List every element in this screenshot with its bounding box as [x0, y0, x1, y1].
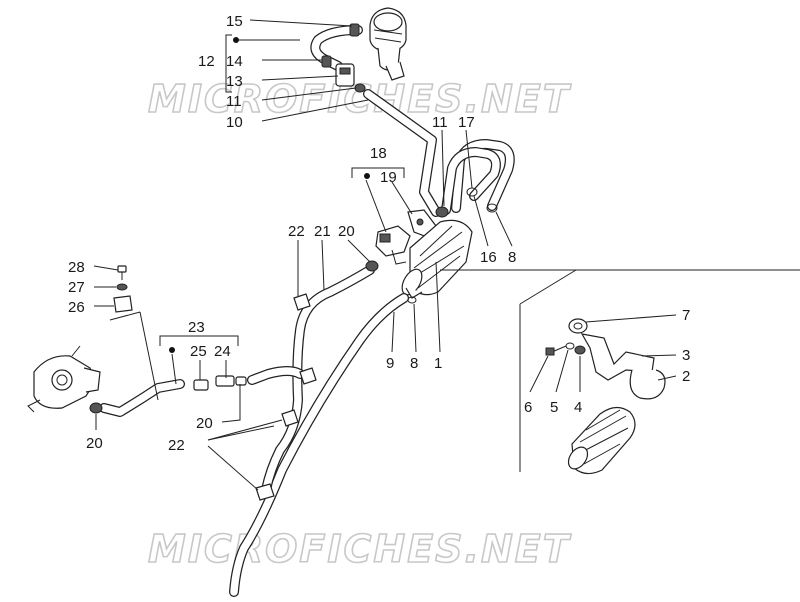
bolt-28	[117, 265, 127, 280]
callout-6: 6	[524, 399, 532, 416]
o-ring-8-top	[486, 203, 498, 213]
callout-12: 12	[198, 53, 215, 70]
screw-6	[545, 345, 567, 356]
callout-11-mid: 11	[432, 114, 448, 131]
group-dot-23	[169, 347, 175, 353]
grommet-4	[574, 345, 586, 355]
callout-7: 7	[682, 307, 690, 324]
connector-25	[193, 379, 209, 391]
fuel-filler-cap-assembly	[369, 7, 407, 81]
hose-clip-22-b	[299, 367, 317, 385]
callout-15: 15	[226, 13, 243, 30]
callout-22-top: 22	[288, 223, 305, 240]
fuel-pump-1	[401, 219, 473, 299]
callout-4: 4	[574, 399, 582, 416]
callout-2: 2	[682, 368, 690, 385]
watermark-bottom: MICROFICHES.NET	[148, 527, 572, 571]
vent-hose-upper	[310, 25, 363, 71]
callout-20-right-hose: 20	[196, 415, 213, 432]
washer-27	[116, 283, 128, 291]
callout-27: 27	[68, 279, 85, 296]
vent-valve-13	[335, 63, 355, 87]
connector-24	[215, 375, 247, 387]
vent-hose-10	[363, 89, 441, 217]
hose-clamp-14	[321, 55, 332, 68]
callout-25: 25	[190, 343, 207, 360]
callout-8-top: 8	[508, 249, 516, 266]
hose-clip-22-d	[255, 483, 275, 501]
hose-clamp-11-mid	[435, 206, 449, 218]
callout-20-left: 20	[86, 435, 103, 452]
fuel-hose-21	[261, 265, 375, 495]
callout-9: 9	[386, 355, 394, 372]
hose-clamp-20-center	[365, 260, 379, 272]
callout-5: 5	[550, 399, 558, 416]
leader-lines	[93, 19, 677, 491]
hose-clamp-11-top	[354, 83, 366, 93]
group-dot-18	[364, 173, 370, 179]
callout-19: 19	[380, 169, 397, 186]
throttle-body	[27, 345, 101, 413]
callout-1: 1	[434, 355, 442, 372]
callout-3: 3	[682, 347, 690, 364]
callout-24: 24	[214, 343, 231, 360]
washer-5	[565, 342, 575, 350]
callout-26: 26	[68, 299, 85, 316]
clamp-7	[568, 318, 588, 334]
callout-13: 13	[226, 73, 243, 90]
hose-clip-22-c	[281, 409, 299, 427]
callout-10: 10	[226, 114, 243, 131]
return-hose-17	[441, 139, 515, 215]
callout-22-bottom: 22	[168, 437, 185, 454]
hose-clip-22-a	[293, 293, 311, 311]
bracket-26	[113, 295, 133, 313]
callout-8-pump: 8	[410, 355, 418, 372]
callout-20-center: 20	[338, 223, 355, 240]
group-bracket-lines	[109, 269, 800, 472]
pressure-regulator	[375, 225, 411, 265]
hose-clamp-15	[349, 23, 360, 37]
fuel-pump-lower-detail	[567, 406, 636, 475]
callout-11-top: 11	[226, 93, 242, 110]
callout-18: 18	[370, 145, 387, 162]
callout-28: 28	[68, 259, 85, 276]
callout-17: 17	[458, 114, 475, 131]
fuel-hose-left	[99, 366, 305, 417]
callout-21: 21	[314, 223, 331, 240]
callout-23: 23	[188, 319, 205, 336]
fuel-hose-9	[229, 293, 409, 597]
callout-14: 14	[226, 53, 243, 70]
group-dot-12	[233, 37, 239, 43]
callout-16: 16	[480, 249, 497, 266]
pump-bracket-assembly	[580, 333, 666, 400]
hose-clamp-20-left	[89, 402, 103, 414]
